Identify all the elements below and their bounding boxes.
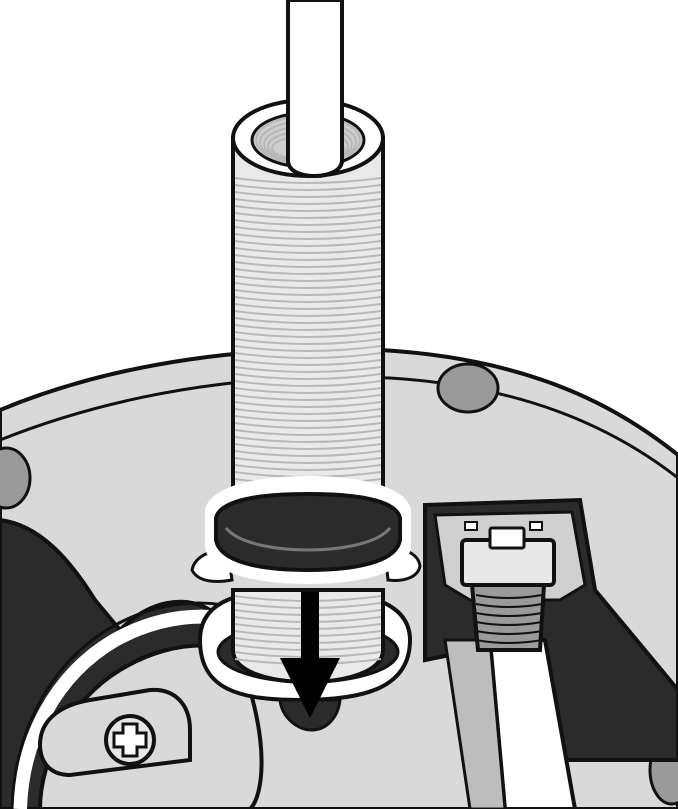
- boss-top-right: [438, 364, 498, 412]
- ring-body: [216, 494, 400, 570]
- cable-into-conduit: [288, 0, 342, 176]
- rj45-pin-right: [530, 522, 542, 530]
- sealing-ring: [205, 476, 411, 584]
- rj45-connector-icon: [462, 522, 554, 650]
- rj45-pin-left: [465, 522, 477, 530]
- arrow-shaft: [301, 592, 319, 660]
- phillips-screw-icon: [106, 716, 154, 764]
- rj45-latch: [490, 528, 524, 548]
- cable-body: [288, 0, 342, 176]
